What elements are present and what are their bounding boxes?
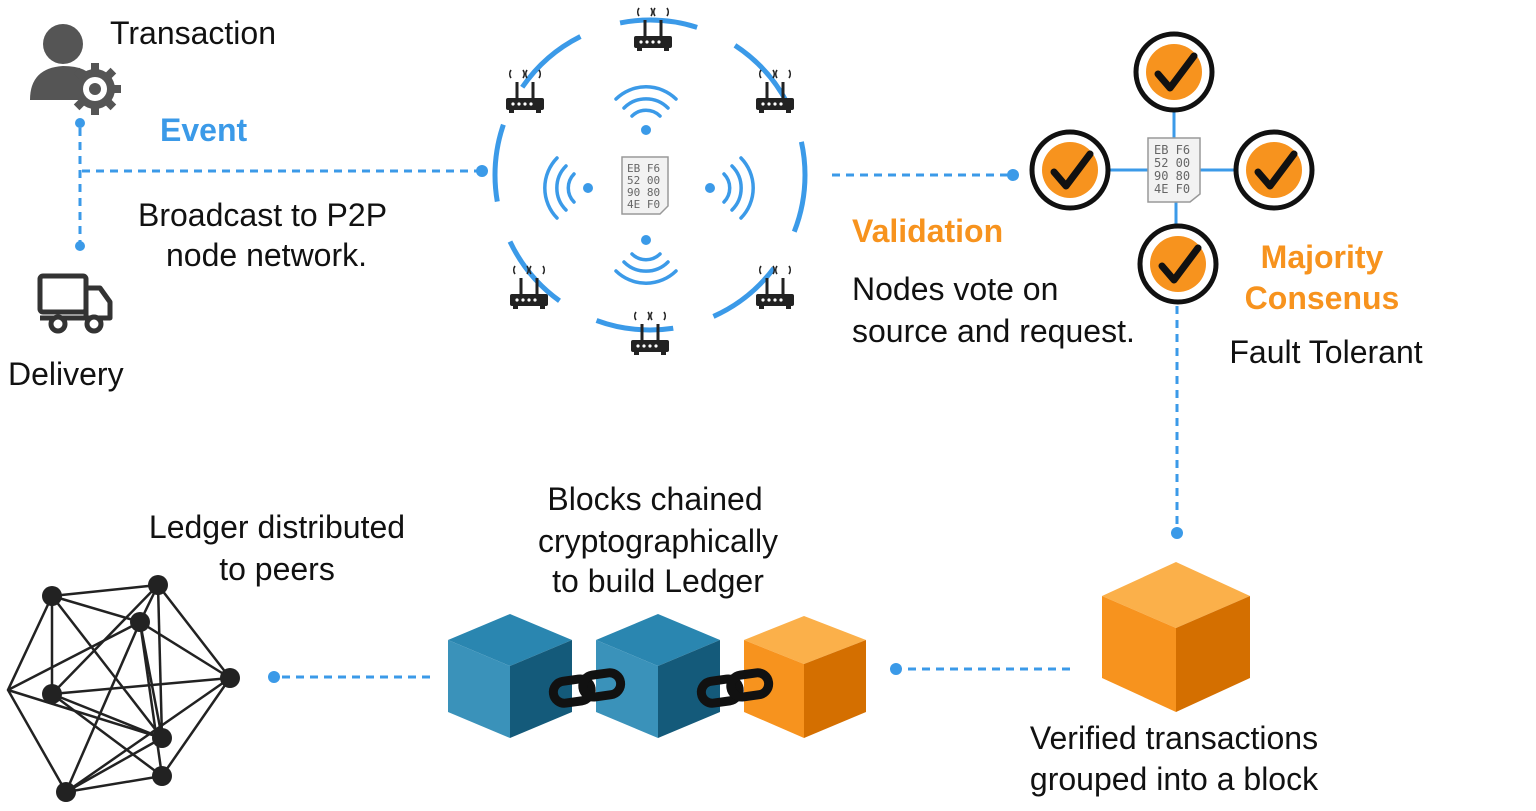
router-icon — [504, 68, 546, 115]
cube-block-icon — [596, 614, 720, 738]
majority-label-line2: Consenus — [1245, 280, 1400, 316]
ledger-label-line2: to peers — [219, 551, 335, 587]
check-node-icon — [1236, 132, 1312, 208]
cube-block-icon — [448, 614, 572, 738]
verified-label-line2: grouped into a block — [1030, 761, 1319, 797]
router-icon — [629, 310, 671, 357]
svg-text:EB F6: EB F6 — [627, 162, 660, 175]
transaction-label: Transaction — [110, 15, 276, 51]
validation-connector — [832, 169, 1019, 181]
hex-document-icon: EB F6 52 00 90 80 4E F0 — [1147, 137, 1201, 203]
network-nodes — [42, 575, 240, 802]
blocks-label-line3: to build Ledger — [552, 563, 764, 599]
ledger-connector — [268, 671, 430, 683]
svg-text:52 00: 52 00 — [1154, 156, 1190, 170]
cube-block-icon — [744, 616, 866, 738]
cube-block-icon — [1102, 562, 1250, 712]
check-node-icon — [1140, 226, 1216, 302]
event-connector — [75, 118, 488, 251]
verified-label-line1: Verified transactions — [1030, 720, 1318, 756]
p2p-network-ring — [492, 17, 808, 333]
nodes-vote-line2: source and request. — [852, 313, 1135, 349]
check-node-icon — [1136, 34, 1212, 110]
svg-text:90 80: 90 80 — [1154, 169, 1190, 183]
delivery-truck-icon — [37, 273, 113, 334]
svg-text:4E F0: 4E F0 — [1154, 182, 1190, 196]
svg-text:4E F0: 4E F0 — [627, 198, 660, 211]
check-node-icon — [1032, 132, 1108, 208]
wifi-signal-icon — [543, 85, 755, 285]
blocks-label-line1: Blocks chained — [547, 481, 762, 517]
svg-text:90 80: 90 80 — [627, 186, 660, 199]
broadcast-label-line2: node network. — [166, 237, 367, 273]
majority-label-line1: Majority — [1261, 239, 1384, 275]
delivery-label: Delivery — [8, 356, 124, 392]
router-icon — [632, 6, 674, 53]
nodes-vote-line1: Nodes vote on — [852, 271, 1058, 307]
chain-connector — [890, 663, 1070, 675]
svg-text:EB F6: EB F6 — [1154, 143, 1190, 157]
validation-label: Validation — [852, 213, 1003, 249]
network-polyhedron-icon — [6, 583, 232, 794]
block-connector — [1171, 306, 1183, 539]
ledger-label-line1: Ledger distributed — [149, 509, 405, 545]
hex-document-icon: EB F6 52 00 90 80 4E F0 — [621, 156, 669, 215]
fault-tolerant-label: Fault Tolerant — [1229, 334, 1422, 370]
router-icon — [754, 264, 796, 311]
broadcast-label-line1: Broadcast to P2P — [138, 197, 387, 233]
blocks-label-line2: cryptographically — [538, 523, 778, 559]
router-icon — [754, 68, 796, 115]
user-gear-icon — [30, 24, 121, 115]
svg-text:52 00: 52 00 — [627, 174, 660, 187]
event-label: Event — [160, 112, 247, 148]
